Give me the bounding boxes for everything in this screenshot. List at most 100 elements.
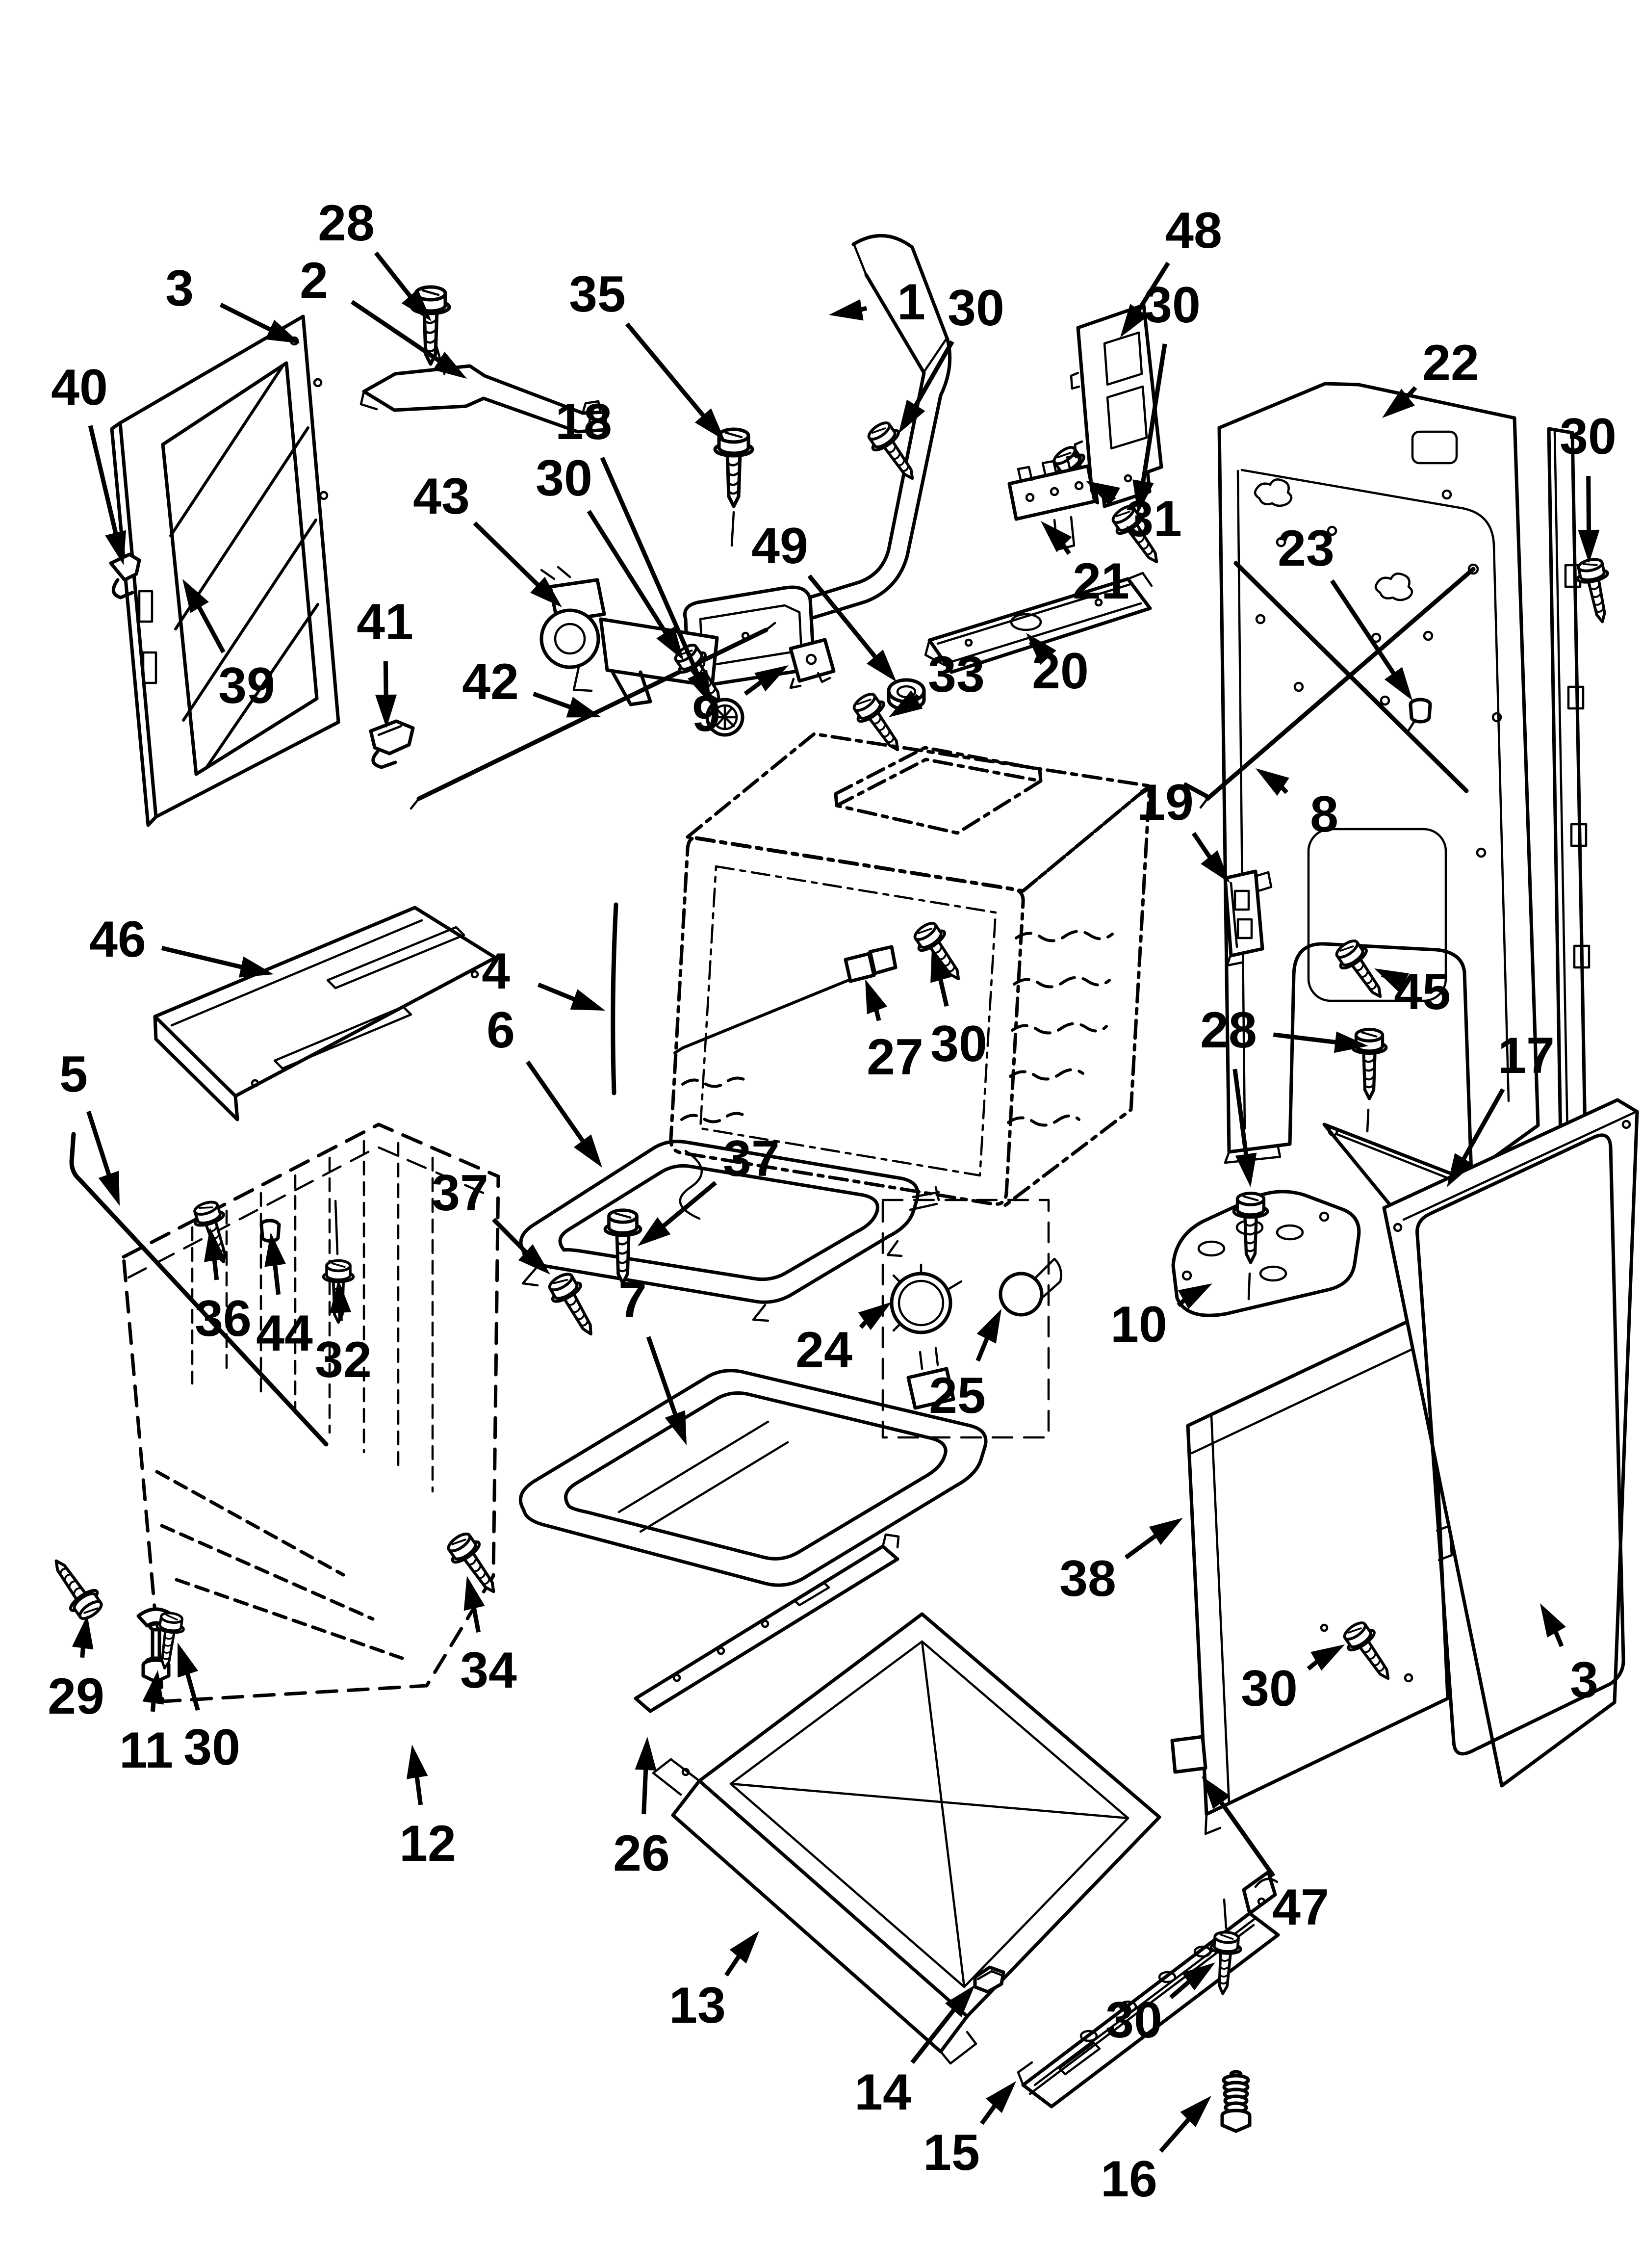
callout-number: 9 — [692, 685, 720, 742]
callout-arrowhead — [687, 669, 711, 704]
callout-number: 13 — [669, 1977, 726, 2034]
callout-arrow — [587, 510, 671, 639]
callout-11: 11 — [119, 1670, 173, 1779]
callout-number: 6 — [487, 1002, 515, 1059]
callout-1: 1 — [829, 274, 925, 331]
callout-leader-line — [1182, 782, 1211, 800]
callout-26: 26 — [613, 1737, 670, 1882]
callout-number: 31 — [1125, 491, 1182, 547]
callout-arrowhead — [433, 351, 467, 379]
callout-arrowhead — [1578, 529, 1600, 563]
callout-arrow — [86, 1111, 113, 1181]
callout-arrow — [625, 322, 709, 421]
callout-arrowhead — [638, 1217, 671, 1246]
callout-number: 40 — [51, 359, 108, 416]
callout-arrowhead — [829, 299, 864, 321]
callout-number: 3 — [1570, 1652, 1598, 1709]
callout-arrow — [658, 1181, 717, 1231]
callout-arrowhead — [1149, 1518, 1183, 1545]
callout-number: 2 — [300, 252, 328, 309]
callout-49: 49 — [751, 518, 897, 682]
callout-33: 33 — [889, 646, 985, 717]
callout-number: 44 — [256, 1305, 313, 1362]
callout-number: 10 — [1110, 1296, 1167, 1353]
callout-arrow — [350, 300, 445, 366]
callout-28: 28 — [318, 195, 432, 321]
callout-12: 12 — [399, 1745, 456, 1872]
screw-28-right-a — [1353, 1029, 1386, 1098]
callout-arrowhead — [238, 956, 274, 978]
callout-number: 8 — [1310, 786, 1338, 843]
callout-arrowhead — [178, 1642, 199, 1678]
callout-arrow — [533, 692, 576, 711]
callout-arrow — [383, 661, 388, 701]
callout-arrow — [1124, 1531, 1161, 1560]
callout-arrowhead — [986, 2081, 1016, 2113]
callout-34: 34 — [460, 1576, 517, 1699]
callout-arrow — [911, 340, 954, 412]
callout-arrow — [600, 457, 702, 680]
terminal-block-21-drawing — [1007, 454, 1097, 551]
screw-28a-leader — [1366, 1108, 1370, 1133]
screw-32-leader — [334, 1199, 339, 1255]
callout-number: 26 — [613, 1825, 670, 1882]
callout-arrow — [194, 601, 226, 653]
callout-number: 48 — [1165, 202, 1222, 259]
callout-48: 48 — [1120, 202, 1222, 338]
callout-16: 16 — [1101, 2096, 1211, 2208]
callout-arrowhead — [142, 1670, 164, 1705]
bake-element-7-drawing — [518, 1347, 988, 1587]
callout-arrow — [910, 2004, 959, 2064]
callout-arrowhead — [635, 1737, 657, 1771]
callout-number: 36 — [195, 1290, 252, 1347]
callout-14: 14 — [854, 1985, 975, 2121]
callout-38: 38 — [1059, 1518, 1183, 1607]
part-drawings — [43, 234, 1639, 2131]
callout-arrowhead — [1334, 1031, 1368, 1053]
wire-5-drawing — [69, 1132, 329, 1447]
callout-36: 36 — [195, 1227, 252, 1347]
callout-arrowhead — [573, 1134, 602, 1168]
callout-40: 40 — [51, 359, 126, 565]
callout-35: 35 — [569, 266, 725, 441]
callout-arrowhead — [1235, 1152, 1257, 1187]
clip-9-drawing — [789, 638, 836, 689]
callout-arrowhead — [518, 1244, 550, 1275]
clip-14-drawing — [973, 1965, 1005, 1994]
callout-7: 7 — [618, 1272, 687, 1445]
callout-number: 32 — [315, 1331, 372, 1388]
callout-arrowhead — [1120, 304, 1148, 338]
callout-number: 3 — [165, 260, 194, 317]
callout-arrowhead — [858, 1302, 892, 1330]
callout-arrowhead — [566, 697, 601, 718]
callout-arrowhead — [463, 1576, 485, 1611]
access-panel-38-drawing — [1186, 1309, 1453, 1835]
callout-23: 23 — [1278, 520, 1412, 701]
callout-3: 3 — [165, 260, 300, 343]
grommet-18-drawing — [705, 698, 744, 737]
leveling-foot-16-drawing — [1222, 2072, 1250, 2131]
callout-arrow — [526, 1060, 588, 1147]
callout-arrowhead — [1132, 479, 1154, 514]
callout-32: 32 — [315, 1279, 372, 1388]
callout-arrowhead — [1256, 768, 1289, 796]
callout-6: 6 — [487, 1002, 602, 1168]
screw-35 — [715, 429, 752, 506]
callout-number: 49 — [751, 518, 808, 574]
screw-28b-leader — [1247, 1272, 1251, 1301]
oven-light-drawing — [881, 1199, 1062, 1439]
callout-arrowhead — [264, 1232, 286, 1267]
callout-number: 30 — [948, 280, 1004, 337]
callout-9: 9 — [692, 665, 789, 742]
callout-arrowhead — [1382, 389, 1415, 418]
callout-39: 39 — [182, 579, 275, 714]
callout-number: 17 — [1498, 1027, 1555, 1084]
callout-number: 46 — [89, 911, 146, 968]
callout-arrowhead — [1202, 1776, 1231, 1809]
callout-number: 37 — [432, 1165, 488, 1222]
callout-arrowhead — [1086, 481, 1121, 507]
screw-30-rail-leader — [1223, 1898, 1228, 1929]
callout-arrow — [537, 982, 580, 1004]
callout-number: 24 — [795, 1322, 852, 1379]
